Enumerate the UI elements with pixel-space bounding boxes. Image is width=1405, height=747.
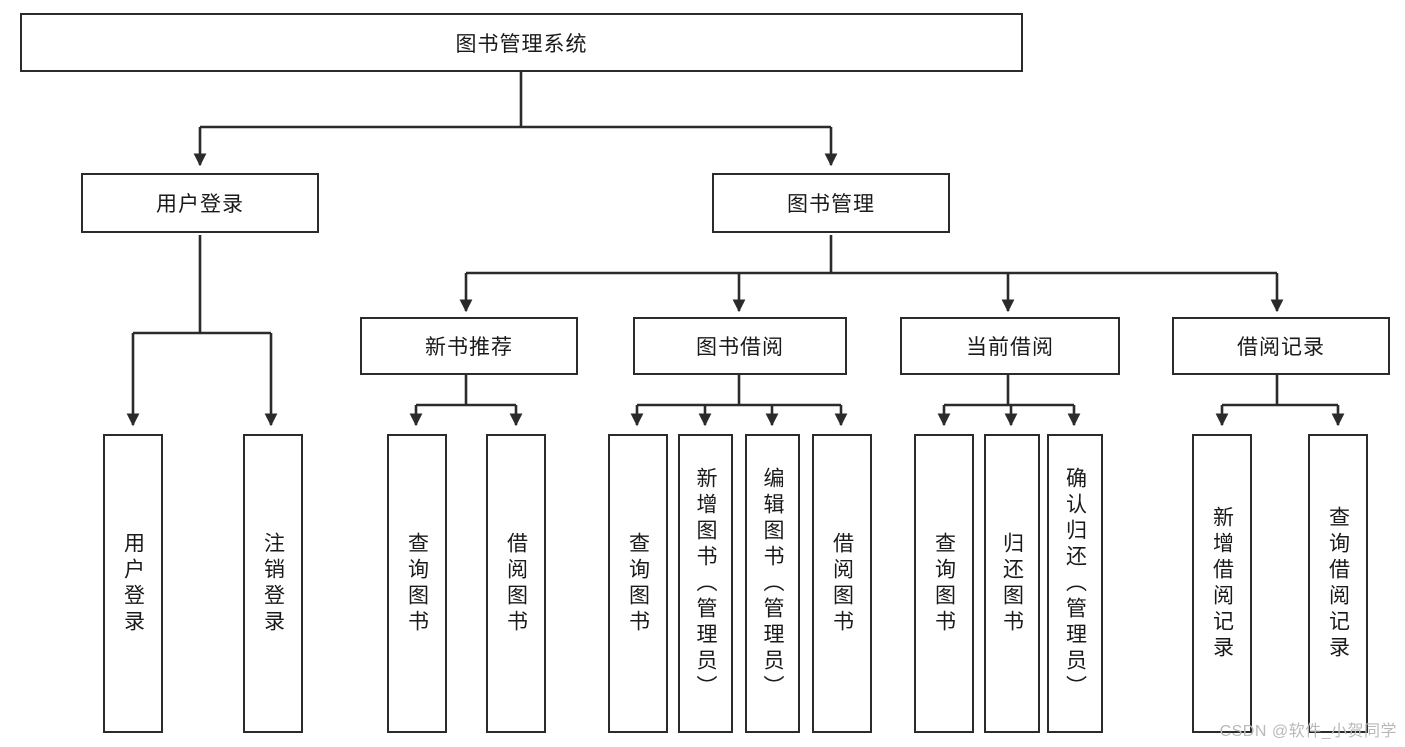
node-leaf-query-book-3[interactable]: 查询图书 [914, 434, 974, 733]
node-borrow-record[interactable]: 借阅记录 [1172, 317, 1390, 375]
node-leaf-return-book[interactable]: 归还图书 [984, 434, 1040, 733]
node-leaf-add-book[interactable]: 新增图书（管理员） [678, 434, 733, 733]
node-leaf-borrow-book-1-label: 借阅图书 [504, 531, 528, 636]
node-leaf-return-book-label: 归还图书 [1000, 531, 1024, 636]
node-book-manage[interactable]: 图书管理 [712, 173, 950, 233]
node-borrow-record-label: 借阅记录 [1237, 336, 1325, 359]
node-user-login-label: 用户登录 [156, 193, 244, 216]
node-leaf-query-book-3-label: 查询图书 [932, 531, 956, 636]
node-user-login[interactable]: 用户登录 [81, 173, 319, 233]
node-leaf-borrow-book-2[interactable]: 借阅图书 [812, 434, 872, 733]
node-leaf-add-borrow-record[interactable]: 新增借阅记录 [1192, 434, 1252, 733]
node-leaf-borrow-book-1[interactable]: 借阅图书 [486, 434, 546, 733]
node-root-system-label: 图书管理系统 [455, 32, 588, 56]
node-leaf-user-login-label: 用户登录 [121, 531, 145, 636]
node-leaf-add-borrow-record-label: 新增借阅记录 [1210, 505, 1234, 662]
node-leaf-borrow-book-2-label: 借阅图书 [830, 531, 854, 636]
node-leaf-user-login[interactable]: 用户登录 [103, 434, 163, 733]
node-leaf-query-book-2[interactable]: 查询图书 [608, 434, 668, 733]
node-current-borrow[interactable]: 当前借阅 [900, 317, 1120, 375]
node-root-system[interactable]: 图书管理系统 [20, 13, 1023, 72]
node-leaf-logout-label: 注销登录 [261, 531, 285, 636]
node-leaf-query-book-1[interactable]: 查询图书 [387, 434, 447, 733]
node-current-borrow-label: 当前借阅 [966, 336, 1054, 359]
node-leaf-confirm-return[interactable]: 确认归还（管理员） [1047, 434, 1103, 733]
node-new-book-recommend[interactable]: 新书推荐 [360, 317, 578, 375]
node-leaf-edit-book[interactable]: 编辑图书（管理员） [745, 434, 800, 733]
node-leaf-query-book-2-label: 查询图书 [626, 531, 650, 636]
node-leaf-confirm-return-label: 确认归还（管理员） [1063, 466, 1087, 701]
node-leaf-query-borrow-record-label: 查询借阅记录 [1326, 505, 1350, 662]
node-book-borrow[interactable]: 图书借阅 [633, 317, 847, 375]
node-book-borrow-label: 图书借阅 [696, 336, 784, 359]
node-leaf-logout[interactable]: 注销登录 [243, 434, 303, 733]
node-leaf-query-borrow-record[interactable]: 查询借阅记录 [1308, 434, 1368, 733]
node-leaf-query-book-1-label: 查询图书 [405, 531, 429, 636]
node-leaf-edit-book-label: 编辑图书（管理员） [761, 466, 784, 701]
node-new-book-recommend-label: 新书推荐 [425, 336, 513, 359]
csdn-watermark: CSDN @软件_小贺同学 [1219, 723, 1397, 740]
node-leaf-add-book-label: 新增图书（管理员） [694, 466, 717, 701]
node-book-manage-label: 图书管理 [787, 193, 875, 216]
